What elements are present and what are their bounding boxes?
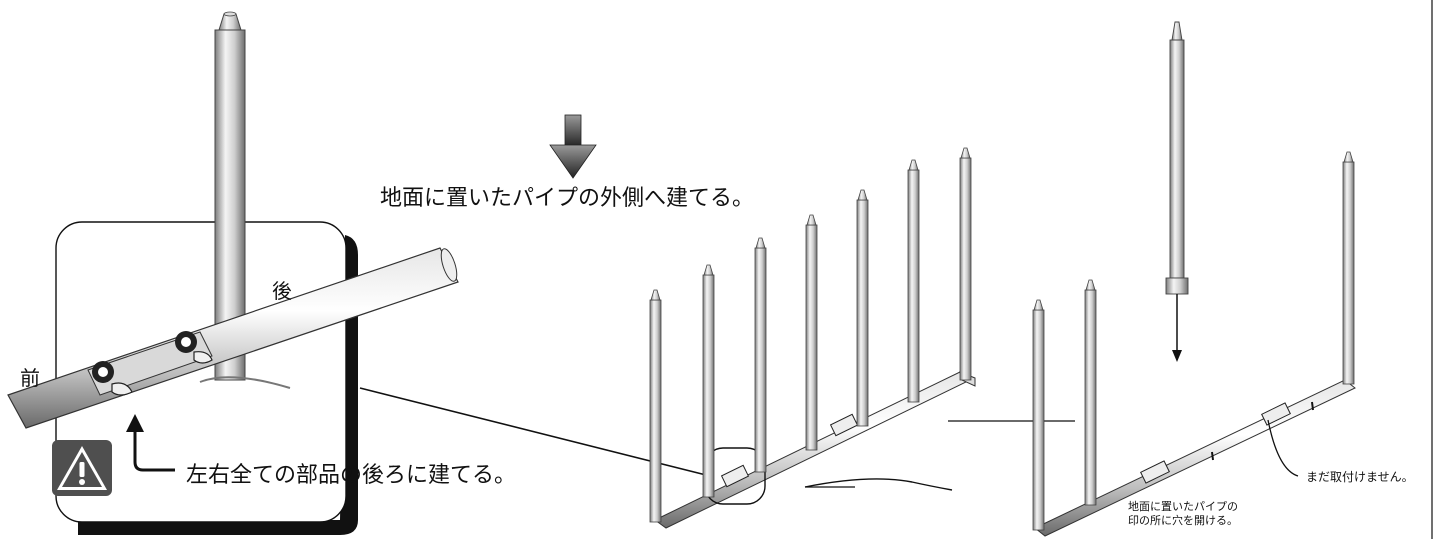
middle-post-2 <box>702 274 715 498</box>
instruction-text: 地面に置いたパイプの外側へ建てる。 <box>380 186 755 211</box>
right-post-2-tip <box>1085 279 1096 291</box>
middle-post-5 <box>856 199 869 427</box>
right-post-1 <box>1032 309 1045 531</box>
warning-triangle-icon <box>52 440 112 496</box>
middle-post-4 <box>805 224 818 451</box>
right-post-1-tip <box>1033 299 1044 311</box>
right-post-3-tip <box>1343 151 1354 163</box>
right-posts <box>1032 151 1355 531</box>
right-post-3 <box>1342 161 1355 385</box>
middle-post-2-tip <box>703 264 714 276</box>
middle-post-7 <box>959 157 972 381</box>
down-arrow-icon <box>549 114 597 179</box>
middle-post-4-tip <box>806 214 817 226</box>
falling-post <box>1165 21 1189 362</box>
drill-text-line2: 印の所に穴を開ける。 <box>1128 514 1238 527</box>
behind-parts-arrow <box>126 414 175 472</box>
back-label: 後 <box>272 279 292 303</box>
not-attached-text: まだ取付けません。 <box>1306 470 1414 484</box>
right-assembly <box>1034 379 1356 537</box>
middle-post-5-tip <box>857 189 868 201</box>
middle-post-3 <box>754 247 767 473</box>
ground-wave <box>804 478 953 491</box>
not-attached-leader <box>1267 419 1299 477</box>
middle-posts <box>649 147 972 523</box>
detail-inset <box>55 221 358 535</box>
behind-parts-text: 左右全ての部品の後ろに建てる。 <box>186 463 517 488</box>
middle-post-3-tip <box>755 237 766 249</box>
middle-post-1 <box>649 299 662 523</box>
middle-post-7-tip <box>960 147 971 159</box>
front-label: 前 <box>20 366 40 390</box>
drill-text-line1: 地面に置いたパイプの <box>1128 500 1238 513</box>
detail-horizontal-pipe <box>7 247 459 429</box>
middle-post-6-tip <box>908 159 919 171</box>
right-post-2 <box>1084 289 1097 506</box>
middle-post-6 <box>907 169 920 403</box>
inset-frame <box>55 221 347 523</box>
middle-post-1-tip <box>650 289 661 301</box>
